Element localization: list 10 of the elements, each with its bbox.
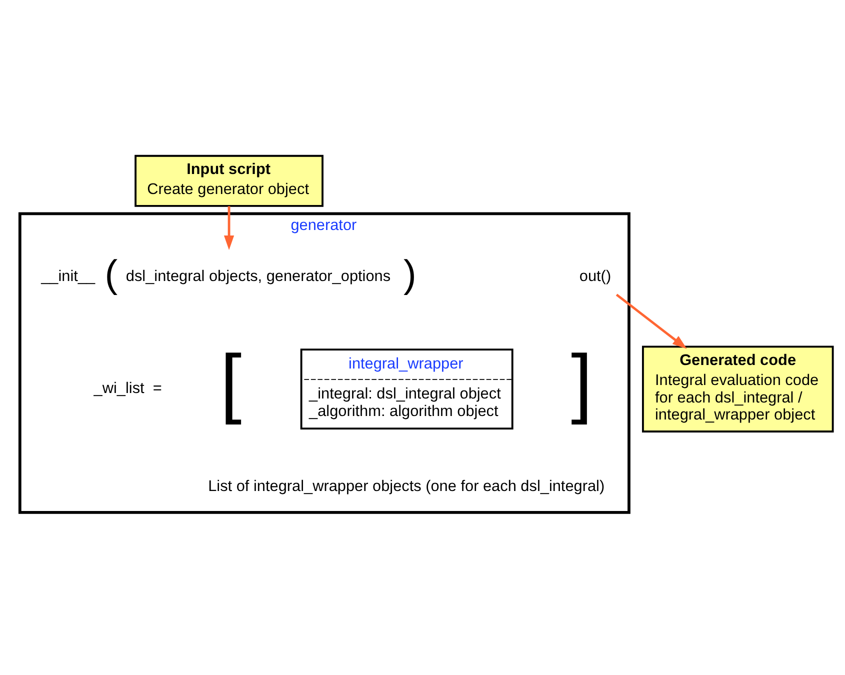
node-text: _wi_list = bbox=[94, 379, 162, 396]
node-text: __init__ ( dsl_integral objects, generator_options ) bbox=[41, 252, 416, 296]
node-text: out() bbox=[579, 267, 612, 284]
node-box: Generated code Integral evaluation code for each dsl_integral / integral_wrapper object bbox=[642, 345, 834, 432]
label: List of integral_wrapper objects (one for each dsl_integral) bbox=[208, 478, 605, 495]
arrow bbox=[616, 293, 687, 348]
label: [ bbox=[220, 338, 242, 425]
label: ] bbox=[571, 338, 592, 425]
node-box: Input script Create generator object bbox=[134, 154, 324, 206]
arrow bbox=[224, 206, 234, 250]
